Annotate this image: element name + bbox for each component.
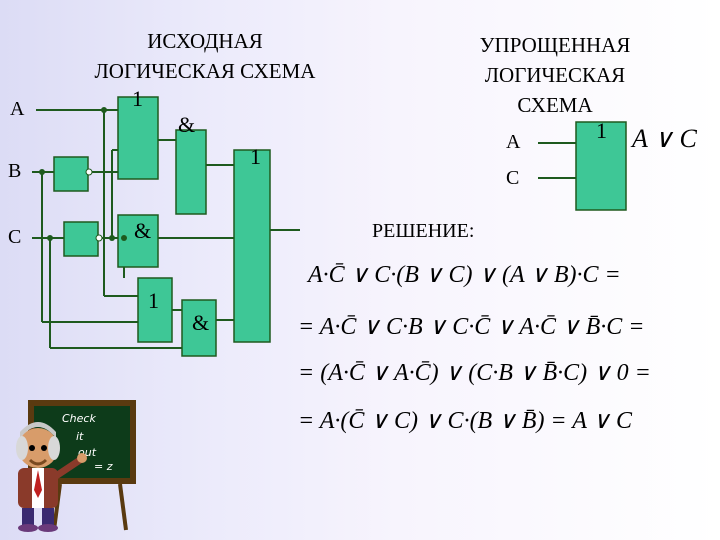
simplified-input-a: A [506,131,521,153]
original-title-line-1: ИСХОДНАЯ [147,29,263,53]
and-gate-mid [117,214,159,268]
formula-line-3: = (A·C̄ ∨ A·C̄) ∨ (C·B ∨ B̄·C) ∨ 0 = [298,360,651,386]
or-gate-top-symbol: 1 [132,86,143,111]
wire-junctions [39,107,127,241]
simplified-or-symbol: 1 [596,118,607,143]
solution-label: РЕШЕНИЕ: [372,220,475,242]
or-gate-final [233,149,271,343]
and-gate-top [175,129,207,215]
board-text-4: = z [94,460,113,473]
inversion-bubbles [85,168,103,242]
input-a-label: A [10,98,25,120]
formula-line-2: = A·C̄ ∨ C·B ∨ C·C̄ ∨ A·C̄ ∨ B̄·C = [298,314,645,340]
simplified-title-line-2: ЛОГИЧЕСКАЯ [484,63,626,87]
or-gate-bottom [137,277,173,343]
or-gate-top [117,96,159,180]
simplified-or-gate [575,121,627,211]
board-text-2: it [76,430,84,443]
simplified-scheme-title: УПРОЩЕННАЯ ЛОГИЧЕСКАЯ СХЕМА [450,30,660,120]
simplified-title-line-3: СХЕМА [517,93,593,117]
formula-line-4: = A·(C̄ ∨ C) ∨ C·(B ∨ B̄) = A ∨ C [298,408,632,434]
original-title-line-2: ЛОГИЧЕСКАЯ СХЕМА [94,59,316,83]
simplified-circuit [538,121,627,211]
or-gate-bottom-symbol: 1 [148,288,159,313]
teacher-figure [16,422,87,532]
and-gate-top-symbol: & [178,112,196,137]
simplified-input-c: C [506,167,520,189]
input-b-label: B [8,160,22,182]
simplified-title-line-1: УПРОЩЕННАЯ [479,33,631,57]
and-gate-bottom-symbol: & [192,310,210,335]
and-gate-mid-symbol: & [134,218,152,243]
and-gate-bottom [181,299,217,357]
circuit-gates [53,96,271,357]
original-scheme-title: ИСХОДНАЯ ЛОГИЧЕСКАЯ СХЕМА [60,26,350,86]
board-text-1: Check [62,412,96,425]
teacher-chalkboard-illustration: Check it out = z [16,400,136,532]
not-gate-b [53,156,89,192]
not-gate-c [63,221,99,257]
formula-line-1: A·C̄ ∨ C·(B ∨ C) ∨ (A ∨ B)·C = [308,262,621,288]
or-gate-final-symbol: 1 [250,144,261,169]
input-c-label: C [8,226,22,248]
simplified-output-expression: A ∨ C [632,124,697,153]
